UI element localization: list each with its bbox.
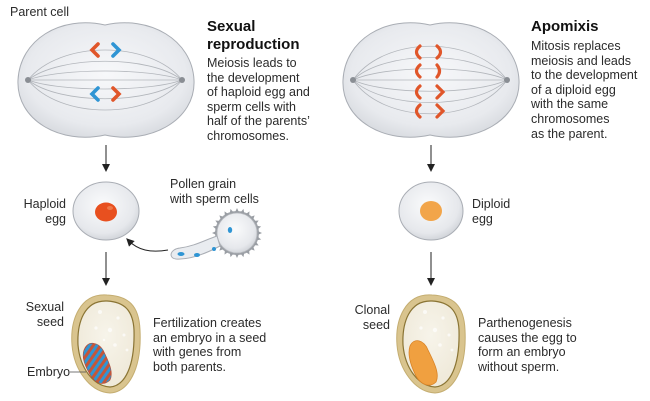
sexual-seed-label: Sexual seed [25,300,64,329]
pollen-spike [252,220,259,226]
diploid-egg [398,181,464,241]
clonal-embryo [408,340,438,386]
sexual-reproduction-description: Meiosis leads to the development of hapl… [207,56,310,143]
haploid-egg-label: Haploid egg [23,197,66,226]
parent-cell-apomixis [342,22,520,138]
flow-arrows [102,145,435,286]
sexual-seed-description: Fertilization creates an embryo in a see… [153,316,267,374]
parent-cell-label: Parent cell [10,5,70,19]
centrosome-left [25,77,31,83]
arrow-pollen-to-egg [126,238,169,252]
centrosome-left [350,77,356,83]
hybrid-embryo [82,342,112,384]
spindle-fibers [352,46,508,114]
spindle-fibers [27,49,183,111]
diploid-nucleus [420,201,442,221]
sperm-nucleus [227,227,233,233]
apomixis-title: Apomixis [531,18,599,35]
pollen-spike [212,230,218,236]
title-line-2: reproduction [207,36,300,53]
clonal-seed-label: Clonal seed [354,303,390,332]
pollen-spike [249,245,255,251]
parent-cell-sexual [17,22,195,138]
chromosomes [414,44,446,119]
pollen-spike [219,215,225,221]
pollen-spike [224,211,230,218]
sperm-cell [212,247,216,251]
pollen-spike [244,211,250,218]
haploid-egg [72,181,140,241]
centrosome-right [179,77,185,83]
pollen-spike [224,248,230,255]
pollen-spike [234,252,240,258]
sexual-seed [70,294,141,394]
title-line-1: Sexual [207,18,256,35]
chromosomes [89,42,122,102]
pollen-grain-label: Pollen grain with sperm cells [170,177,259,206]
pollen-spike [256,230,262,236]
sperm-cell [177,252,185,256]
pollen-spike [249,215,255,221]
pollen-grain [170,208,262,260]
clonal-seed [396,294,466,394]
pollen-spike [252,240,259,246]
diploid-egg-label: Diploid egg [472,197,511,226]
pollen-spike [215,220,222,226]
embryo-label: Embryo [27,365,71,379]
haploid-nucleus [95,202,117,222]
clonal-seed-description: Parthenogenesis causes the egg to form a… [478,316,577,374]
apomixis-description: Mitosis replaces meiosis and leads to th… [531,39,638,141]
sexual-reproduction-title: Sexual reproduction [207,18,300,54]
pollen-spike [244,248,250,255]
sperm-cell [194,253,200,257]
pollen-spike [234,208,240,214]
centrosome-right [504,77,510,83]
pollen-spike [219,245,225,251]
